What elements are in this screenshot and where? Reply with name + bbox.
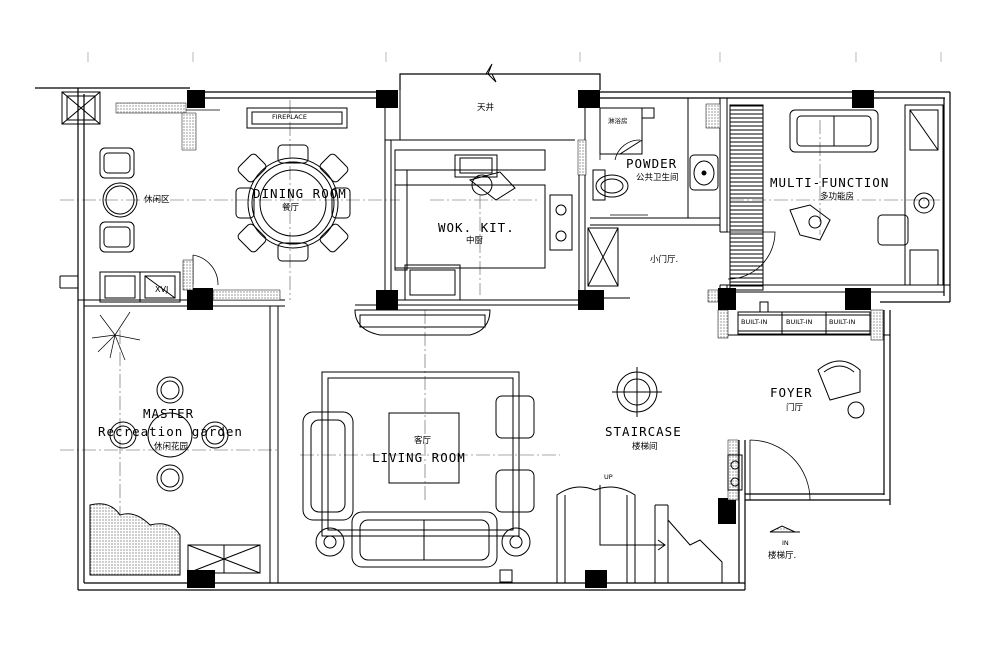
shower-room-label: 淋浴房 [608, 117, 628, 125]
staircase-cn-label: 楼梯间 [632, 442, 658, 452]
recreation-garden-cn-label: 休闲花园 [154, 442, 189, 452]
living-room-furniture [302, 371, 535, 583]
staircase [556, 367, 723, 583]
break-mark [485, 63, 497, 83]
storage-units [99, 271, 181, 303]
foyer-cn-label: 门厅 [786, 403, 804, 413]
xvj-label: XVJ [155, 285, 169, 294]
small-hall-label: 小门厅. [650, 255, 679, 265]
powder-room-label: POWDER [626, 156, 678, 171]
living-room-cn-label: 客厅 [414, 436, 432, 446]
powder-room-cn-label: 公共卫生间 [636, 173, 679, 183]
recreation-garden-label: Recreation garden [98, 424, 243, 439]
kitchen-fixtures [354, 149, 600, 336]
wok-kitchen-cn-label: 中厨 [466, 236, 484, 246]
leisure-furniture [61, 91, 138, 253]
built-in-label-1: BUILT-IN [741, 318, 768, 326]
multi-function-label: MULTI-FUNCTION [770, 175, 890, 190]
foyer-label: FOYER [770, 385, 813, 400]
multi-function-furniture [729, 104, 944, 291]
master-label: MASTER [143, 406, 195, 421]
fireplace [246, 107, 348, 129]
foyer-furniture [727, 360, 865, 533]
outer-walls [35, 73, 951, 591]
powder-fixtures [587, 107, 719, 287]
built-in-label-2: BUILT-IN [786, 318, 813, 326]
interior-walls [59, 90, 950, 583]
multi-function-cn-label: 多功能房 [820, 192, 855, 202]
dining-table [235, 144, 351, 262]
stair-hall-label: 楼梯厅. [768, 551, 797, 561]
built-in-label-3: BUILT-IN [829, 318, 856, 326]
dining-room-cn-label: 餐厅 [282, 203, 300, 213]
columns [187, 90, 874, 588]
built-in-cabinet [737, 301, 871, 335]
skylight-label: 天井 [477, 103, 495, 113]
grid-lines [60, 100, 940, 560]
garden-features [89, 311, 261, 576]
living-room-label: LIVING ROOM [372, 450, 466, 465]
fireplace-label: FIREPLACE [272, 113, 307, 121]
dining-room-label: DINING ROOM [253, 186, 347, 201]
leisure-area-label: 休闲区 [144, 195, 170, 205]
staircase-label: STAIRCASE [605, 424, 682, 439]
hatched-areas [115, 102, 884, 501]
wok-kitchen-label: WOK. KIT. [438, 220, 515, 235]
entry-in-label: IN [782, 539, 789, 547]
stair-up-label: UP [604, 473, 613, 481]
